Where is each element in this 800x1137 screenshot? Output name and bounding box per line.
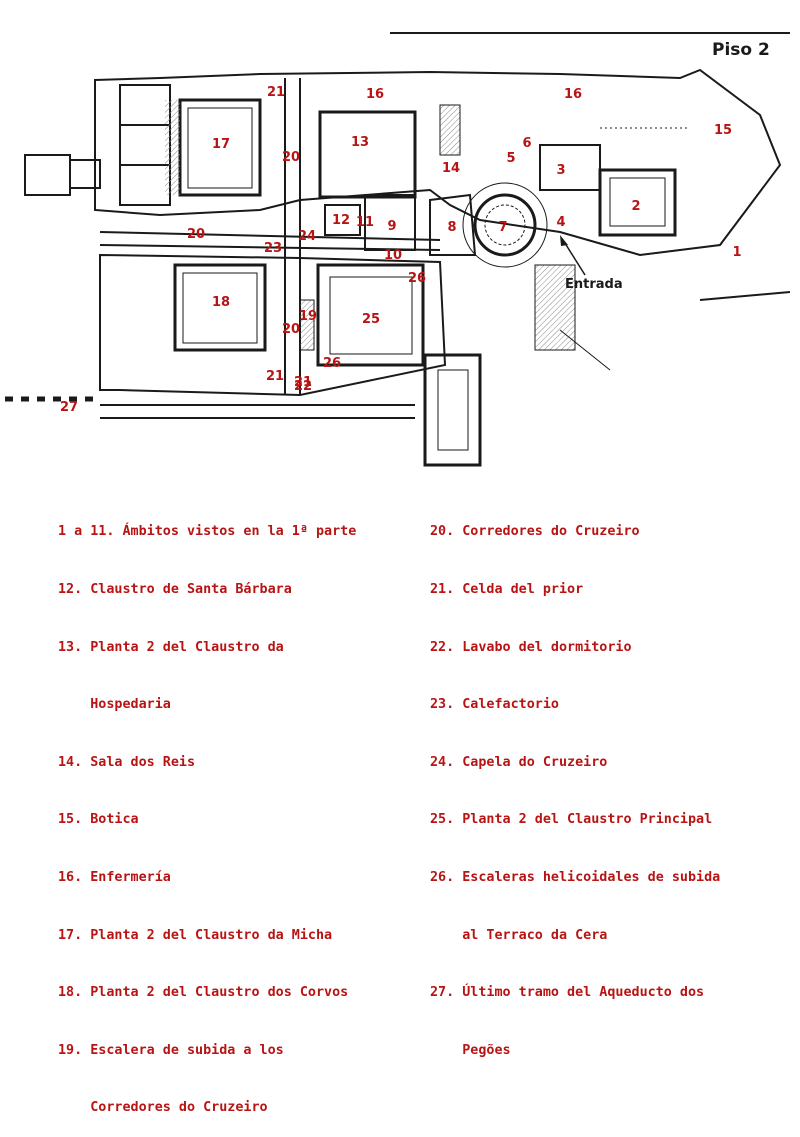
room-number: 26 (408, 271, 426, 286)
room-number: 21 (266, 369, 284, 384)
room-number: 25 (362, 312, 380, 327)
room-number: 10 (384, 248, 402, 263)
legend-entry: 17. Planta 2 del Claustro da Micha (58, 927, 333, 943)
legend-entry: 22. Lavabo del dormitorio (430, 639, 632, 655)
legend-left-column: 1 a 11. Ámbitos vistos en la 1ª parte 12… (58, 484, 430, 1137)
room-number: 19 (299, 309, 317, 324)
floor-plan: Piso 2 (5, 32, 791, 467)
legend-entry: 15. Botica (58, 812, 139, 828)
plan-title: Piso 2 (712, 40, 770, 60)
legend-entry: Corredores do Cruzeiro (58, 1100, 268, 1116)
room-number: 3 (556, 163, 565, 178)
room-number: 11 (356, 215, 374, 230)
legend-entry: 18. Planta 2 del Claustro dos Corvos (58, 985, 349, 1001)
room-number: 22 (294, 379, 312, 394)
entrance-arrow (562, 239, 586, 276)
room-number: 20 (187, 227, 205, 242)
legend-entry: 19. Escalera de subida a los (58, 1042, 284, 1058)
legend-entry: 26. Escaleras helicoidales de subida (430, 869, 721, 885)
room-number: 14 (442, 161, 460, 176)
room-number: 21 (294, 375, 312, 390)
room-number: 26 (323, 356, 341, 371)
legend-entry: 23. Calefactorio (430, 697, 559, 713)
legend-entry: al Terraco da Cera (430, 927, 608, 943)
room-number: 18 (212, 295, 230, 310)
legend-entry: 14. Sala dos Reis (58, 754, 196, 770)
room-number: 24 (298, 229, 316, 244)
walls (5, 68, 791, 467)
room-number: 1 (732, 245, 741, 260)
legend-entry: 25. Planta 2 del Claustro Principal (430, 812, 713, 828)
room-number: 7 (498, 220, 507, 235)
room-number: 17 (212, 137, 230, 152)
legend-entry: 27. Último tramo del Aqueducto dos (430, 985, 705, 1001)
room-number: 21 (267, 85, 285, 100)
room-number: 20 (282, 322, 300, 337)
legend-entry: Hospedaria (58, 697, 171, 713)
legend-entry: 21. Celda del prior (430, 582, 584, 597)
legend-right-column: 20. Corredores do Cruzeiro 21. Celda del… (430, 484, 792, 1079)
room-number: 16 (564, 87, 582, 102)
room-numbers: 1 2 3 4 5 6 7 8 9 10 11 12 13 14 15 16 1… (60, 85, 742, 415)
shade-17 (165, 100, 180, 195)
room-number: 6 (522, 136, 531, 151)
room-number: 12 (332, 213, 350, 228)
room-number: 5 (506, 151, 515, 166)
entrance-arrowhead (560, 235, 568, 246)
legend-entry: 20. Corredores do Cruzeiro (430, 524, 640, 540)
room-number: 2 (631, 199, 640, 214)
legend-entry: 24. Capela do Cruzeiro (430, 754, 608, 770)
room-number: 27 (60, 400, 78, 415)
room-number: 15 (714, 123, 732, 138)
room-number: 9 (387, 219, 396, 234)
legend-entry: 16. Enfermería (58, 869, 171, 885)
entrance-label: Entrada (565, 277, 623, 292)
room-number: 8 (447, 220, 456, 235)
legend-entry: 13. Planta 2 del Claustro da (58, 639, 284, 655)
room-number: 4 (556, 215, 565, 230)
room-number: 23 (264, 241, 282, 256)
room-number: 16 (366, 87, 384, 102)
room-number: 13 (351, 135, 369, 150)
legend-entry: 1 a 11. Ámbitos vistos en la 1ª parte (58, 524, 357, 540)
legend-entry: 12. Claustro de Santa Bárbara (58, 582, 292, 597)
legend-entry: Pegões (430, 1042, 511, 1058)
room-number: 20 (282, 150, 300, 165)
